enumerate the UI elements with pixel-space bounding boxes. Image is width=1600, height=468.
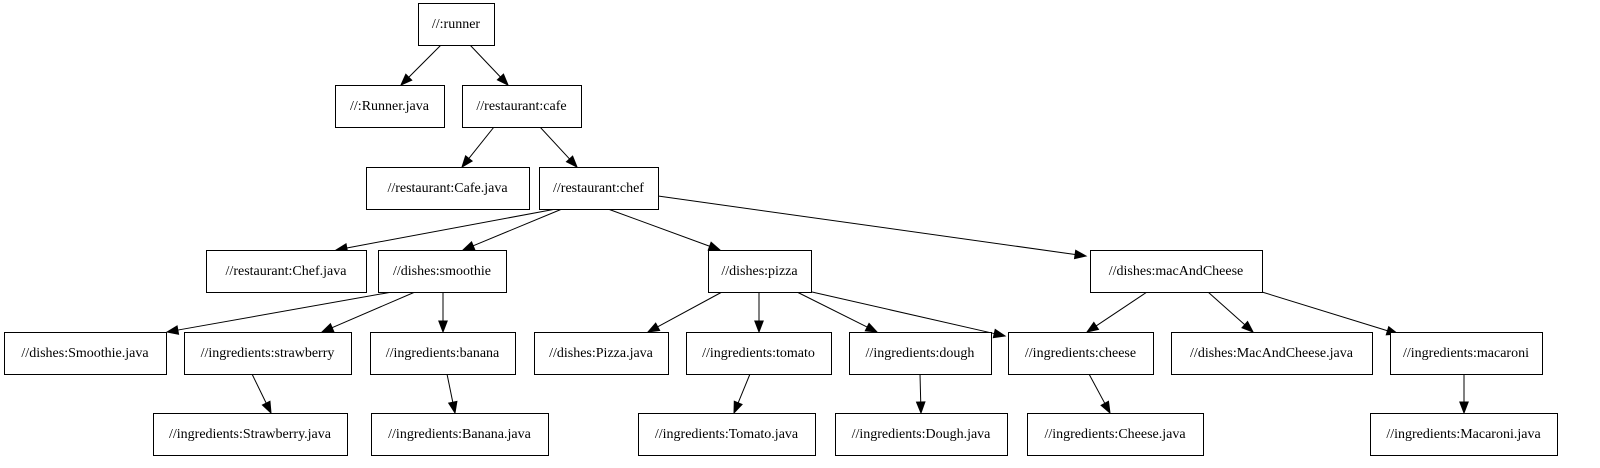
- graph-edge: [1085, 291, 1148, 333]
- graph-edge: [461, 208, 563, 251]
- node-label: //ingredients:Macaroni.java: [1386, 427, 1541, 442]
- graph-node-ing-macaroni[interactable]: //ingredients:macaroni: [1390, 332, 1543, 375]
- node-label: //dishes:smoothie: [393, 264, 491, 279]
- node-box: [418, 3, 495, 46]
- graph-node-dishes-pizza[interactable]: //dishes:pizza: [708, 250, 812, 293]
- node-label: //dishes:pizza: [721, 264, 798, 279]
- graph-edge: [400, 44, 442, 86]
- node-box: [4, 332, 167, 375]
- graph-node-ing-dough-java[interactable]: //ingredients:Dough.java: [835, 413, 1008, 456]
- graph-node-ing-banana-java[interactable]: //ingredients:Banana.java: [371, 413, 549, 456]
- node-label: //ingredients:Tomato.java: [655, 427, 799, 442]
- graph-edge: [165, 291, 393, 335]
- graph-node-restaurant-chef-java[interactable]: //restaurant:Chef.java: [206, 250, 367, 293]
- graph-node-ing-banana[interactable]: //ingredients:banana: [370, 332, 516, 375]
- node-box: [1090, 250, 1263, 293]
- node-label: //ingredients:cheese: [1025, 346, 1136, 361]
- node-box: [378, 250, 507, 293]
- node-box: [370, 332, 516, 375]
- graph-node-ing-strawberry[interactable]: //ingredients:strawberry: [184, 332, 352, 375]
- graph-edge: [469, 44, 509, 87]
- node-label: //:runner: [432, 17, 481, 32]
- graph-node-dishes-macandcheese[interactable]: //dishes:macAndCheese: [1090, 250, 1263, 293]
- graph-edge: [915, 373, 926, 415]
- node-label: //restaurant:Cafe.java: [387, 181, 508, 196]
- node-box: [539, 167, 659, 210]
- node-box: [335, 85, 445, 128]
- node-box: [849, 332, 992, 375]
- graph-edge: [1261, 291, 1400, 336]
- graph-node-restaurant-cafe-java[interactable]: //restaurant:Cafe.java: [366, 167, 530, 210]
- graph-edge: [754, 292, 764, 334]
- node-label: //ingredients:Cheese.java: [1044, 427, 1186, 442]
- graph-node-ing-tomato[interactable]: //ingredients:tomato: [686, 332, 832, 375]
- graph-edge: [461, 126, 495, 169]
- graph-node-dishes-macandcheese-java[interactable]: //dishes:MacAndCheese.java: [1171, 332, 1373, 375]
- nodes-layer: //:runner //:Runner.java //restaurant:cafe…: [4, 3, 1558, 456]
- node-label: //:Runner.java: [350, 99, 430, 114]
- graph-node-restaurant-cafe[interactable]: //restaurant:cafe: [462, 85, 582, 128]
- graph-edge: [1459, 374, 1469, 415]
- graph-node-ing-cheese[interactable]: //ingredients:cheese: [1008, 332, 1154, 375]
- graph-node-dishes-pizza-java[interactable]: //dishes:Pizza.java: [534, 332, 669, 375]
- graph-edge: [796, 291, 879, 333]
- node-label: //restaurant:Chef.java: [226, 264, 348, 279]
- node-box: [1171, 332, 1373, 375]
- graph-node-ing-macaroni-java[interactable]: //ingredients:Macaroni.java: [1370, 413, 1558, 456]
- graph-edge: [607, 208, 722, 251]
- node-box: [1370, 413, 1558, 456]
- node-box: [153, 413, 348, 456]
- graph-edge: [1088, 373, 1111, 415]
- node-label: //ingredients:strawberry: [201, 346, 335, 361]
- graph-edge: [438, 292, 448, 334]
- graph-edge: [733, 373, 751, 415]
- graph-edge: [1207, 291, 1255, 333]
- graph-node-ing-cheese-java[interactable]: //ingredients:Cheese.java: [1027, 413, 1204, 456]
- node-box: [1027, 413, 1204, 456]
- node-label: //ingredients:banana: [386, 346, 500, 361]
- node-box: [206, 250, 367, 293]
- node-label: //restaurant:cafe: [476, 99, 566, 114]
- node-label: //ingredients:tomato: [702, 346, 815, 361]
- node-box: [1390, 332, 1543, 375]
- graph-node-ing-dough[interactable]: //ingredients:dough: [849, 332, 992, 375]
- node-label: //dishes:Smoothie.java: [21, 346, 149, 361]
- graph-node-dishes-smoothie[interactable]: //dishes:smoothie: [378, 250, 507, 293]
- node-box: [835, 413, 1008, 456]
- node-box: [1008, 332, 1154, 375]
- graph-edge: [657, 195, 1088, 260]
- graph-edge: [334, 208, 557, 253]
- graph-node-dishes-smoothie-java[interactable]: //dishes:Smoothie.java: [4, 332, 167, 375]
- node-label: //dishes:macAndCheese: [1109, 264, 1244, 279]
- node-box: [638, 413, 816, 456]
- node-label: //ingredients:Strawberry.java: [169, 427, 332, 442]
- graph-node-restaurant-chef[interactable]: //restaurant:chef: [539, 167, 659, 210]
- graph-node-runner-java[interactable]: //:Runner.java: [335, 85, 445, 128]
- node-box: [462, 85, 582, 128]
- graph-edge: [320, 291, 416, 333]
- node-label: //ingredients:Banana.java: [388, 427, 531, 442]
- graph-edge: [446, 373, 458, 415]
- graph-node-runner[interactable]: //:runner: [418, 3, 495, 46]
- node-label: //ingredients:macaroni: [1403, 346, 1529, 361]
- node-label: //restaurant:chef: [553, 181, 644, 196]
- node-box: [366, 167, 530, 210]
- node-box: [708, 250, 812, 293]
- graph-node-ing-strawberry-java[interactable]: //ingredients:Strawberry.java: [153, 413, 348, 456]
- node-box: [371, 413, 549, 456]
- node-box: [686, 332, 832, 375]
- node-label: //ingredients:dough: [866, 346, 975, 361]
- node-label: //dishes:MacAndCheese.java: [1190, 346, 1354, 361]
- node-label: //dishes:Pizza.java: [549, 346, 654, 361]
- graph-edge: [539, 126, 578, 169]
- node-box: [184, 332, 352, 375]
- graph-node-ing-tomato-java[interactable]: //ingredients:Tomato.java: [638, 413, 816, 456]
- graph-edge: [811, 291, 1007, 339]
- graph-edge: [251, 373, 272, 415]
- node-box: [534, 332, 669, 375]
- node-label: //ingredients:Dough.java: [852, 427, 992, 442]
- graph-edge: [646, 291, 723, 333]
